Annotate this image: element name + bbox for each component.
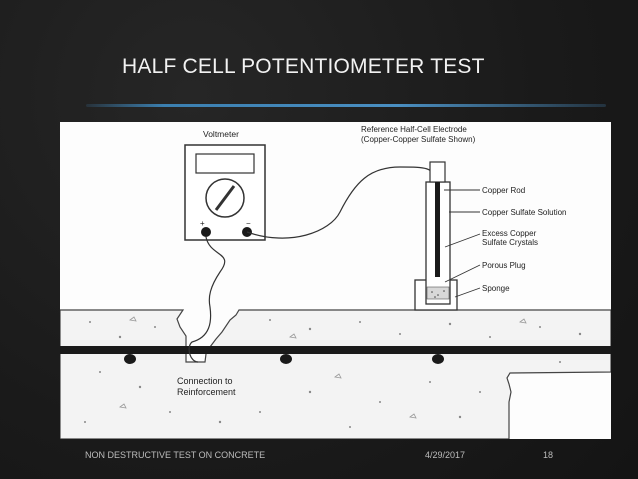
copper-sulfate-solution-label: Copper Sulfate Solution <box>482 208 567 217</box>
diagram-svg: Voltmeter + − <box>60 125 611 439</box>
reinforcement-bar <box>60 346 611 364</box>
footer-title: NON DESTRUCTIVE TEST ON CONCRETE <box>85 450 266 460</box>
footer-page-number: 18 <box>543 450 554 460</box>
electrode-title-line2: (Copper-Copper Sulfate Shown) <box>361 135 476 144</box>
copper-rod-label: Copper Rod <box>482 186 525 195</box>
voltmeter-label: Voltmeter <box>203 129 239 139</box>
minus-label: − <box>246 219 251 228</box>
concrete-slab <box>60 309 611 439</box>
reference-electrode <box>414 161 458 311</box>
electrode-title-line1: Reference Half-Cell Electrode <box>361 125 467 134</box>
footer-date: 4/29/2017 <box>425 450 466 460</box>
half-cell-diagram: Voltmeter + − <box>60 122 611 439</box>
porous-plug-label: Porous Plug <box>482 261 526 270</box>
slide-title: HALF CELL POTENTIOMETER TEST <box>122 55 485 78</box>
sponge-label: Sponge <box>482 284 510 293</box>
connection-label-line2: Reinforcement <box>177 387 236 397</box>
leader-lines <box>444 189 481 298</box>
voltmeter <box>184 144 266 241</box>
title-underline <box>86 104 606 107</box>
plus-label: + <box>200 219 205 228</box>
wires <box>188 166 436 363</box>
excess-crystals-label-line1: Excess Copper <box>482 229 537 238</box>
connection-label-line1: Connection to <box>177 376 233 386</box>
excess-crystals-label-line2: Sulfate Crystals <box>482 238 538 247</box>
